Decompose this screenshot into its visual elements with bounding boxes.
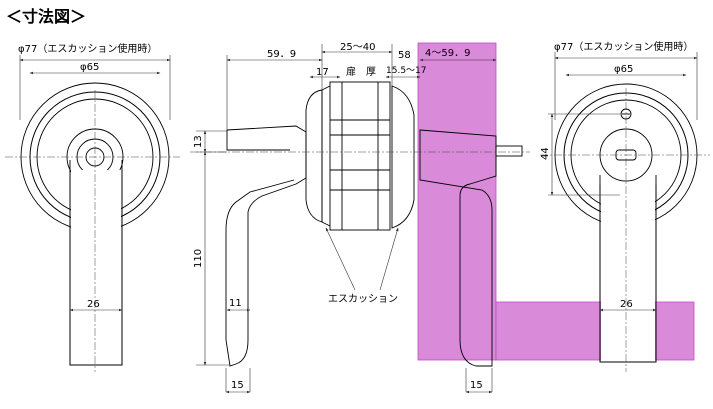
left-lever-width-label: 26 xyxy=(87,299,100,310)
projection-range-label: 4～59．9 xyxy=(425,48,470,59)
lever-11-label: 11 xyxy=(229,298,242,309)
door-floor-strip xyxy=(495,301,695,361)
height-44-label: 44 xyxy=(540,147,551,160)
bottom-right-15-label: 15 xyxy=(470,380,483,391)
side-view: 59．9 25～40 58 4～59．9 17 扉 厚 15.5～17 xyxy=(190,42,530,394)
bottom-left-15-label: 15 xyxy=(231,380,244,391)
rose-17-label: 17 xyxy=(316,67,329,78)
backset-label: 58 xyxy=(398,50,411,61)
escutcheon-label: エスカッション xyxy=(328,293,398,305)
door-body xyxy=(417,42,497,361)
front-view-left: φ77（エスカッション使用時） φ65 26 xyxy=(5,42,180,372)
right-dia-outer-label: φ77（エスカッション使用時） xyxy=(554,40,693,53)
height-13-label: 13 xyxy=(193,135,204,148)
right-dia-inner-label: φ65 xyxy=(614,64,633,75)
door-thickness-range-label: 25～40 xyxy=(340,42,375,53)
door-section xyxy=(417,42,695,361)
left-dia-outer-label: φ77（エスカッション使用時） xyxy=(18,42,157,55)
front-view-right: φ77（エスカッション使用時） φ65 44 26 xyxy=(540,40,710,372)
height-110-label: 110 xyxy=(193,249,204,268)
overall-width-label: 59．9 xyxy=(267,49,296,60)
door-thickness-label: 扉 厚 xyxy=(346,65,376,78)
left-dia-inner-label: φ65 xyxy=(80,62,99,73)
right-lever-width-label: 26 xyxy=(620,299,633,310)
page-title: ＜寸法図＞ xyxy=(6,7,86,26)
range-15-5-17-label: 15.5～17 xyxy=(386,66,427,76)
